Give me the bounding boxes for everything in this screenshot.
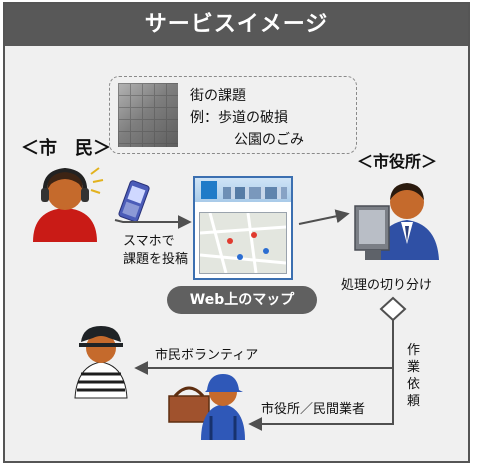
street-issue-box: 街の課題 例：歩道の破損 公園のごみ bbox=[109, 76, 357, 154]
pavement-photo bbox=[118, 83, 178, 147]
volunteer-icon bbox=[74, 326, 128, 399]
flow-graphics bbox=[33, 167, 439, 440]
diagram-frame: サービスイメージ ＜市 民＞ ＜市役所＞ 街の課題 例：歩道の破損 公園のごみ bbox=[3, 2, 470, 463]
diagram-title: サービスイメージ bbox=[5, 4, 468, 46]
contractor-icon bbox=[168, 374, 245, 440]
issue-line-1: 街の課題 bbox=[190, 88, 246, 104]
post-step-line-2: 課題を投稿 bbox=[123, 252, 189, 267]
cityhall-label: ＜市役所＞ bbox=[357, 152, 438, 171]
cityhall-staff-icon bbox=[354, 183, 439, 260]
request-label: 作業依頼 bbox=[407, 343, 421, 409]
issue-line-3: 公園のごみ bbox=[234, 132, 304, 148]
contractor-label: 市役所／民間業者 bbox=[261, 402, 366, 417]
map-site-header bbox=[195, 178, 291, 202]
post-step-line-1: スマホで bbox=[123, 234, 175, 249]
citizen-icon bbox=[33, 167, 104, 242]
web-map-screenshot bbox=[193, 176, 293, 280]
citizen-label: ＜市 民＞ bbox=[21, 138, 111, 159]
map-view bbox=[199, 212, 287, 274]
triage-label: 処理の切り分け bbox=[341, 278, 433, 293]
web-map-badge: Web上のマップ bbox=[167, 286, 317, 314]
smartphone-icon bbox=[118, 180, 150, 223]
volunteer-label: 市民ボランティア bbox=[155, 348, 259, 363]
issue-line-2: 例：歩道の破損 bbox=[190, 110, 288, 126]
